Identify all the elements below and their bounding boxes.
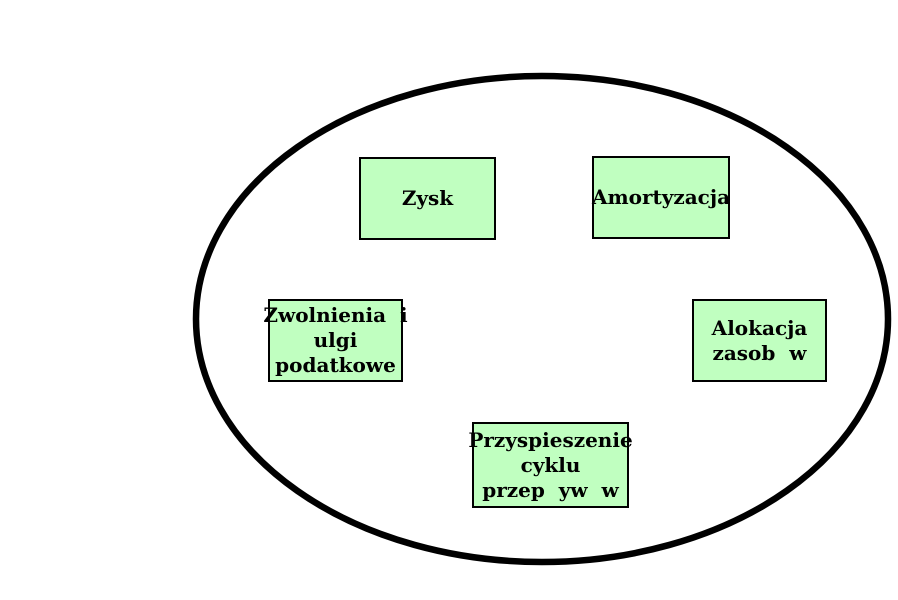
box-amortyzacja-label: Amortyzacja xyxy=(591,185,731,209)
box-przyspieszenie-label: Przyspieszenie cyklu przep yw w xyxy=(468,427,633,502)
box-zwolnienia-i-ulgi-podatkowe: Zwolnienia i ulgi podatkowe xyxy=(263,299,408,382)
box-alokacja-label: Alokacja zasob w xyxy=(711,315,808,365)
box-zysk-label: Zysk xyxy=(401,186,454,210)
box-przyspieszenie-cyklu: Przyspieszenie cyklu przep yw w xyxy=(468,422,633,508)
box-zwolnienia-label: Zwolnienia i ulgi podatkowe xyxy=(263,303,408,377)
box-zysk: Zysk xyxy=(359,157,496,240)
box-amortyzacja: Amortyzacja xyxy=(592,156,730,239)
box-alokacja-zasobow: Alokacja zasob w xyxy=(692,299,827,382)
